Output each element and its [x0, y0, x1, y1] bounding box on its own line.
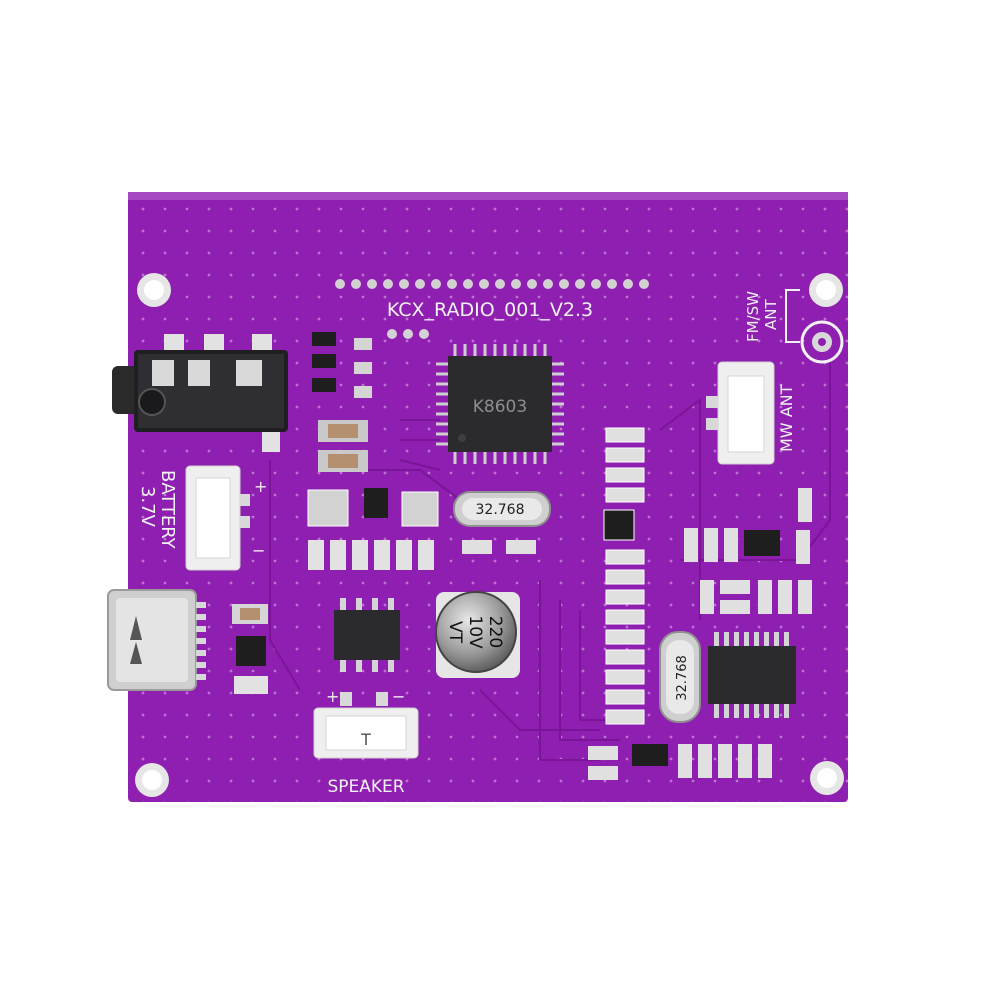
battery-plus: +: [254, 477, 267, 496]
speaker-label: SPEAKER: [327, 777, 404, 797]
audio-jack: [112, 334, 288, 452]
header-pads: [335, 279, 649, 339]
speaker-plus: +: [326, 687, 339, 706]
speaker-minus: −: [392, 687, 405, 706]
fm-antenna-label-2: ANT: [762, 299, 780, 330]
mw-antenna-label: MW ANT: [777, 384, 796, 452]
crystal-top: [453, 491, 551, 527]
capacitor-label-2: 10V: [465, 615, 485, 649]
mw-antenna-connector: [706, 361, 775, 465]
battery-label: BATTERY: [157, 470, 178, 550]
speaker-connector: [313, 692, 419, 759]
model-label: KCX_RADIO_001_V2.3: [387, 299, 593, 321]
battery-connector: [185, 465, 250, 571]
amp-chip: [334, 598, 400, 672]
mounting-holes: [135, 273, 844, 797]
fm-antenna-label: FM/SW: [744, 291, 762, 342]
capacitor-label-1: 220: [485, 616, 505, 648]
usb-c-connector: [107, 589, 206, 691]
crystal-bottom: [659, 631, 701, 723]
battery-voltage: 3.7V: [137, 486, 158, 528]
smd-right: [588, 488, 812, 780]
fm-antenna-pad: [785, 289, 844, 364]
main-chip: [436, 344, 564, 464]
resistor-column: [603, 427, 645, 725]
main-chip-label: K8603: [473, 397, 527, 417]
smd-resistors-left: [312, 332, 372, 472]
smd-left-bottom: [232, 604, 268, 694]
crystal-top-label: 32.768: [476, 502, 525, 518]
electrolytic-capacitor: [435, 591, 520, 678]
speaker-mark: T: [360, 730, 371, 749]
right-chip: [708, 632, 796, 718]
battery-minus: −: [252, 541, 265, 560]
capacitor-label-3: VT: [445, 621, 465, 644]
smd-row-middle: [307, 488, 536, 570]
crystal-bottom-label: 32.768: [675, 655, 690, 701]
